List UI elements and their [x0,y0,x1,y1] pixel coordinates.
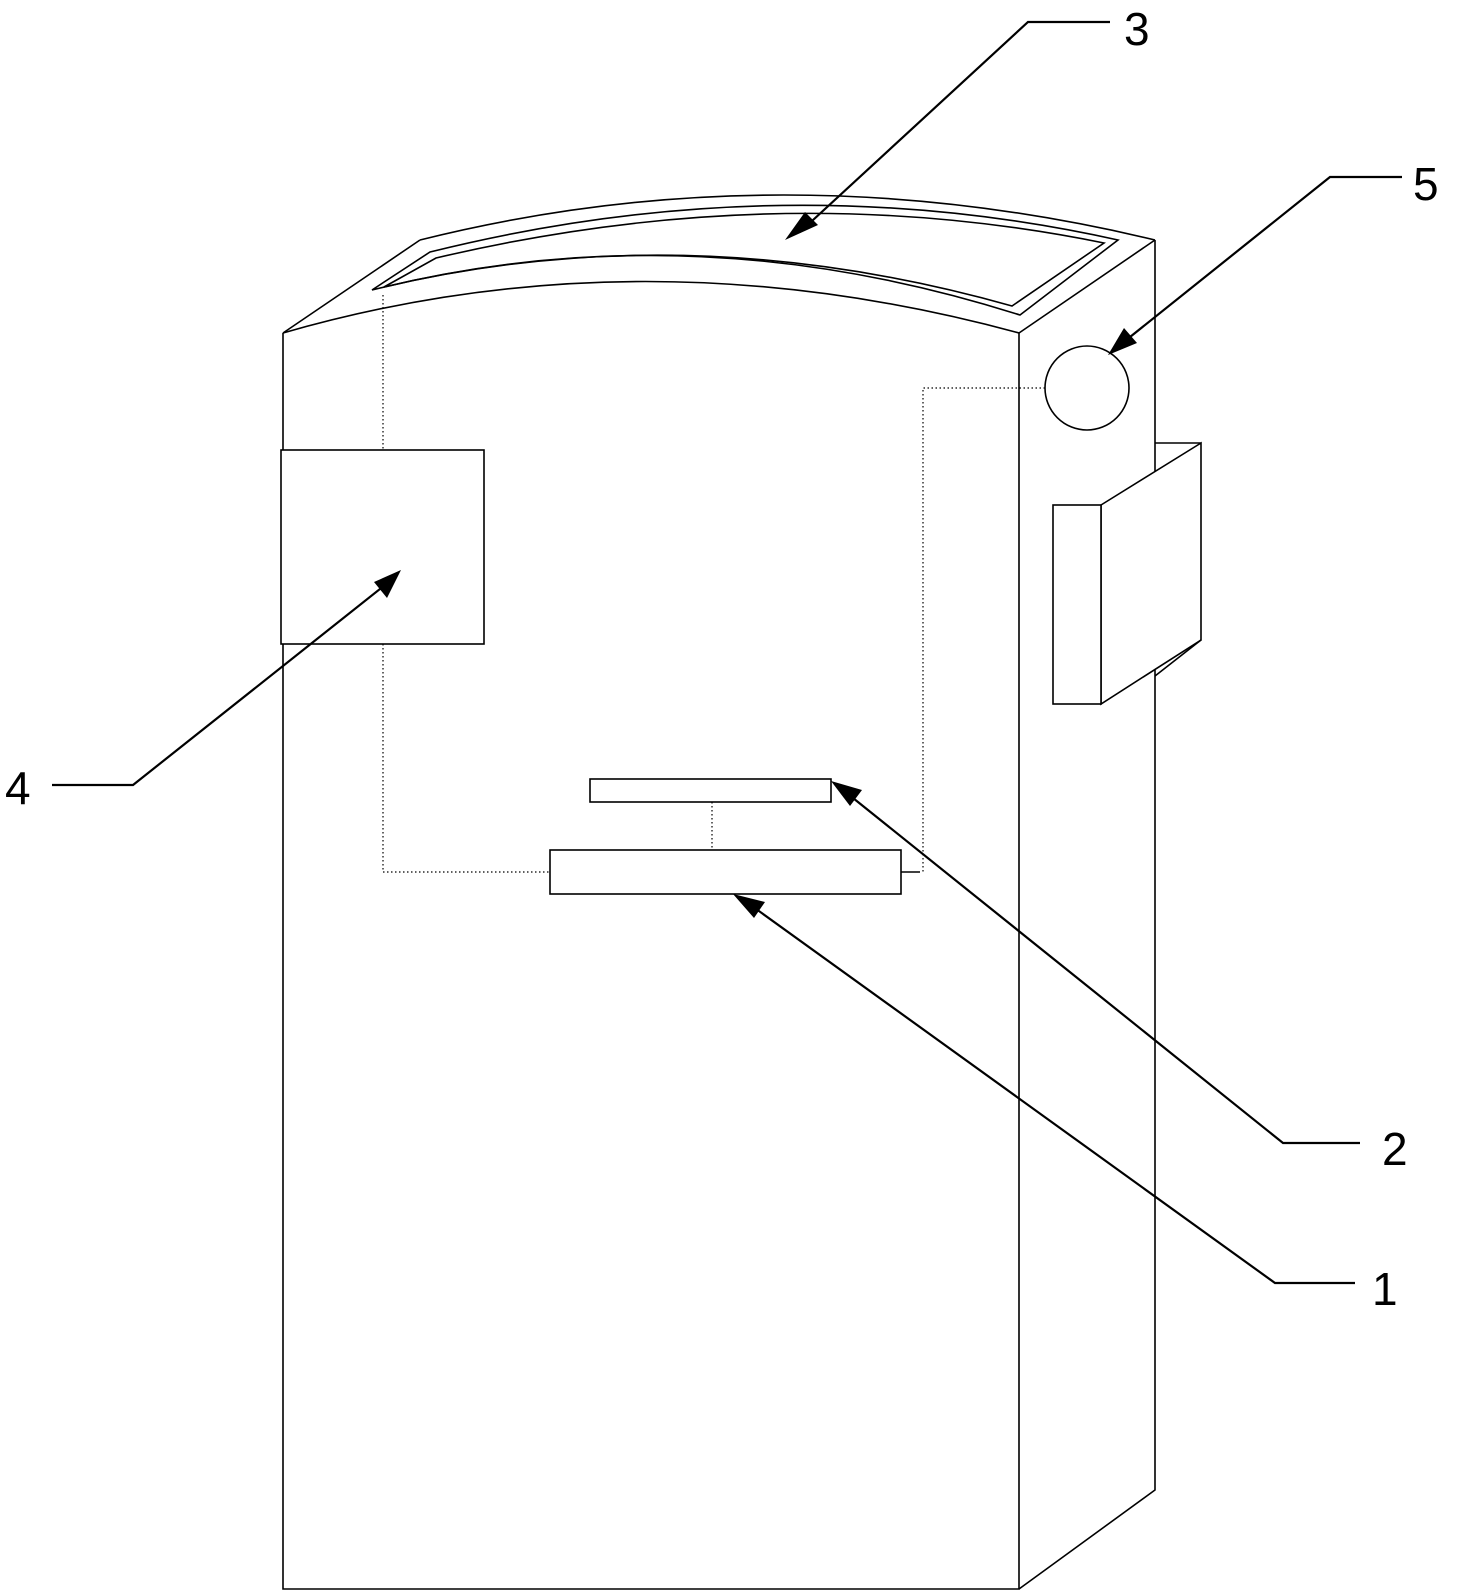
label-3: 3 [1124,3,1150,55]
arrow-1 [733,894,765,918]
cabinet-top-back-edge [419,194,1156,241]
cabinet-top-left-edge [282,239,421,334]
leader-1 [751,905,1355,1285]
side-box-back [1100,441,1202,706]
side-mounted-box [1052,441,1202,706]
cabinet-top-right-edge [1018,239,1156,334]
leader-4 [52,584,386,787]
arrow-2 [831,781,862,806]
label-5: 5 [1413,158,1439,210]
side-circle [1044,345,1130,431]
left-box [280,449,485,645]
leader-2 [847,793,1360,1145]
arrow-3 [785,212,818,240]
arrow-5 [1108,328,1137,355]
label-1: 1 [1372,1263,1398,1315]
cabinet-top-front-edge [282,280,1020,334]
upper-bar [589,778,832,803]
cabinet-side-face [1018,240,1156,1590]
label-4: 4 [5,762,31,814]
leader-5 [1119,175,1402,346]
top-panel-outline [371,204,1120,316]
wire-box-to-bar [382,644,550,873]
label-2: 2 [1382,1123,1408,1175]
wire-circle-to-bar [922,387,1045,872]
cabinet-front-face [282,333,1020,1590]
leaders [52,20,1402,1285]
lower-bar [549,849,902,895]
arrow-4 [374,570,401,598]
leader-3 [799,20,1110,233]
top-panel [371,204,1120,316]
wiring [382,295,1045,873]
side-box-front [1052,504,1102,705]
side-box-bottom-connector [1154,639,1202,677]
top-panel-inner-outline [383,212,1107,307]
